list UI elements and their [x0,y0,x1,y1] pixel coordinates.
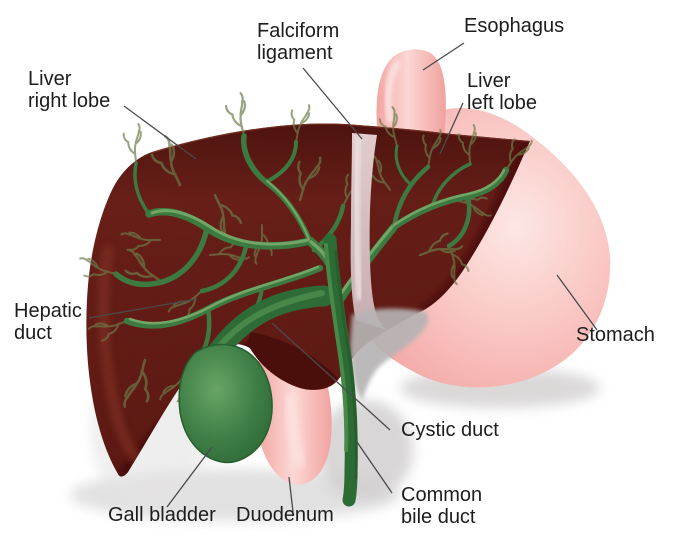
leader-lines [88,42,598,513]
label-esophagus: Esophagus [464,15,565,37]
label-hepatic-duct: Hepatic duct [14,300,82,344]
label-liver-left-lobe: Liver left lobe [467,70,538,114]
leader-cystic-duct [271,322,391,431]
gall-bladder-shape [178,343,273,464]
leader-duodenum [288,476,294,513]
label-liver-right-lobe: Liver right lobe [28,68,111,112]
label-cystic-duct: Cystic duct [401,419,499,441]
falciform-ligament-shape [350,133,386,330]
leader-hepatic-duct [88,298,198,319]
label-gall-bladder: Gall bladder [108,504,216,526]
leader-falciform-ligament [302,67,363,140]
label-stomach: Stomach [576,324,655,346]
label-common-bile-duct: Common bile duct [401,484,483,528]
label-falciform-ligament: Falciform ligament [257,20,340,64]
leader-esophagus [422,42,465,71]
label-duodenum: Duodenum [236,504,334,526]
esophagus-shape [376,49,446,138]
leader-gall-bladder [166,446,213,508]
leader-liver-right-lobe [123,105,197,160]
leader-stomach [556,274,598,331]
ligament-underside-shape [350,308,428,400]
leader-common-bile-duct [356,441,393,494]
leader-liver-left-lobe [439,102,464,155]
